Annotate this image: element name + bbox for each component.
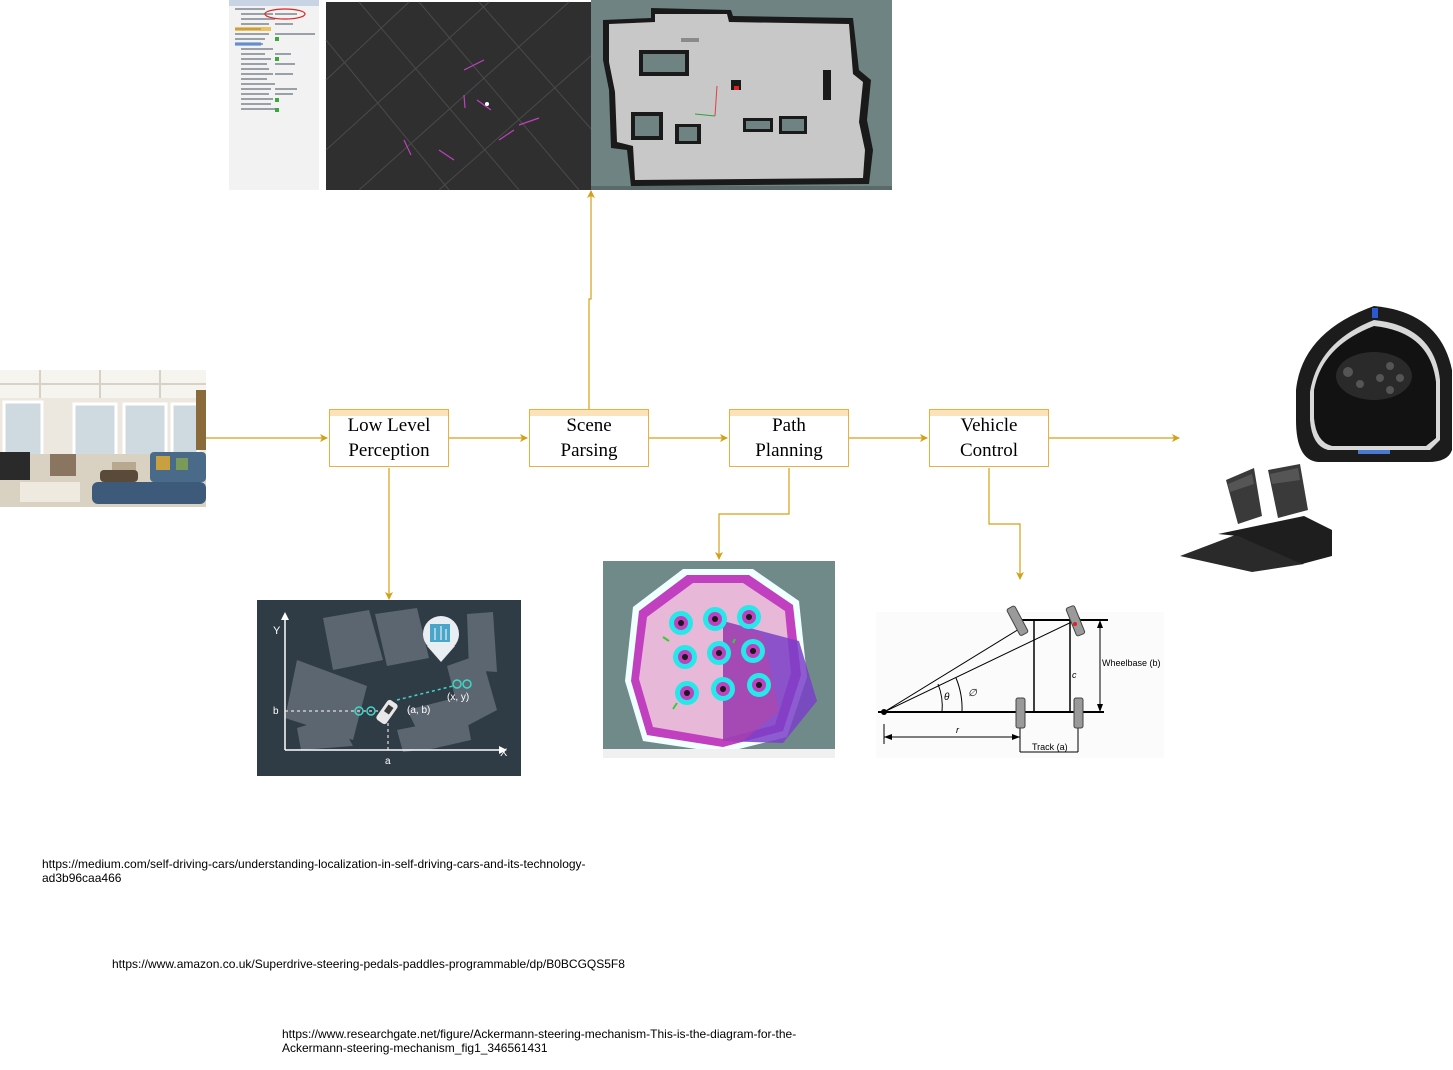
node-label: Low Level Perception — [347, 415, 431, 461]
axis-y-label: Y — [273, 625, 281, 637]
node-label: Scene Parsing — [560, 415, 618, 461]
node-path-planning[interactable]: Path Planning — [729, 409, 849, 467]
track-label: Track (a) — [1032, 742, 1068, 752]
theta-label: θ — [944, 692, 950, 703]
link-amazon[interactable]: https://www.amazon.co.uk/Superdrive-stee… — [112, 957, 625, 971]
coord-b-label: b — [273, 706, 279, 717]
rviz-scan-screenshot — [229, 0, 592, 190]
localization-canvas: Y X b a (a, b) (x, y) — [257, 600, 521, 776]
c-label: c — [1072, 670, 1077, 680]
ackermann-canvas: Wheelbase (b) Track (a) θ ∅ r c — [876, 605, 1164, 758]
node-vehicle-control[interactable]: Vehicle Control — [929, 409, 1049, 467]
localization-figure: Y X b a (a, b) (x, y) — [257, 600, 521, 776]
point-ab-label: (a, b) — [407, 705, 430, 716]
axis-x-label: X — [500, 747, 508, 759]
arrow-control-to-ackermann — [988, 468, 1024, 580]
costmap-image — [603, 561, 835, 758]
node-label: Vehicle Control — [959, 415, 1019, 461]
node-low-level-perception[interactable]: Low Level Perception — [329, 409, 449, 467]
link-medium[interactable]: https://medium.com/self-driving-cars/und… — [42, 857, 586, 885]
node-scene-parsing[interactable]: Scene Parsing — [529, 409, 649, 467]
r-label: r — [956, 725, 960, 735]
living-room-image — [0, 370, 206, 507]
ackermann-figure: Wheelbase (b) Track (a) θ ∅ r c — [872, 600, 1168, 758]
link-researchgate[interactable]: https://www.researchgate.net/figure/Acke… — [282, 1027, 797, 1055]
wheelbase-label: Wheelbase (b) — [1102, 658, 1161, 668]
arrow-parsing-to-map — [587, 190, 595, 409]
node-label: Path Planning — [755, 415, 823, 461]
point-xy-label: (x, y) — [447, 692, 469, 703]
occupancy-map-image — [591, 0, 892, 190]
phi-label: ∅ — [968, 688, 978, 699]
arrow-planning-to-costmap — [715, 468, 790, 560]
steering-wheel-pedals-image — [1180, 306, 1452, 572]
coord-a-label: a — [385, 756, 391, 767]
